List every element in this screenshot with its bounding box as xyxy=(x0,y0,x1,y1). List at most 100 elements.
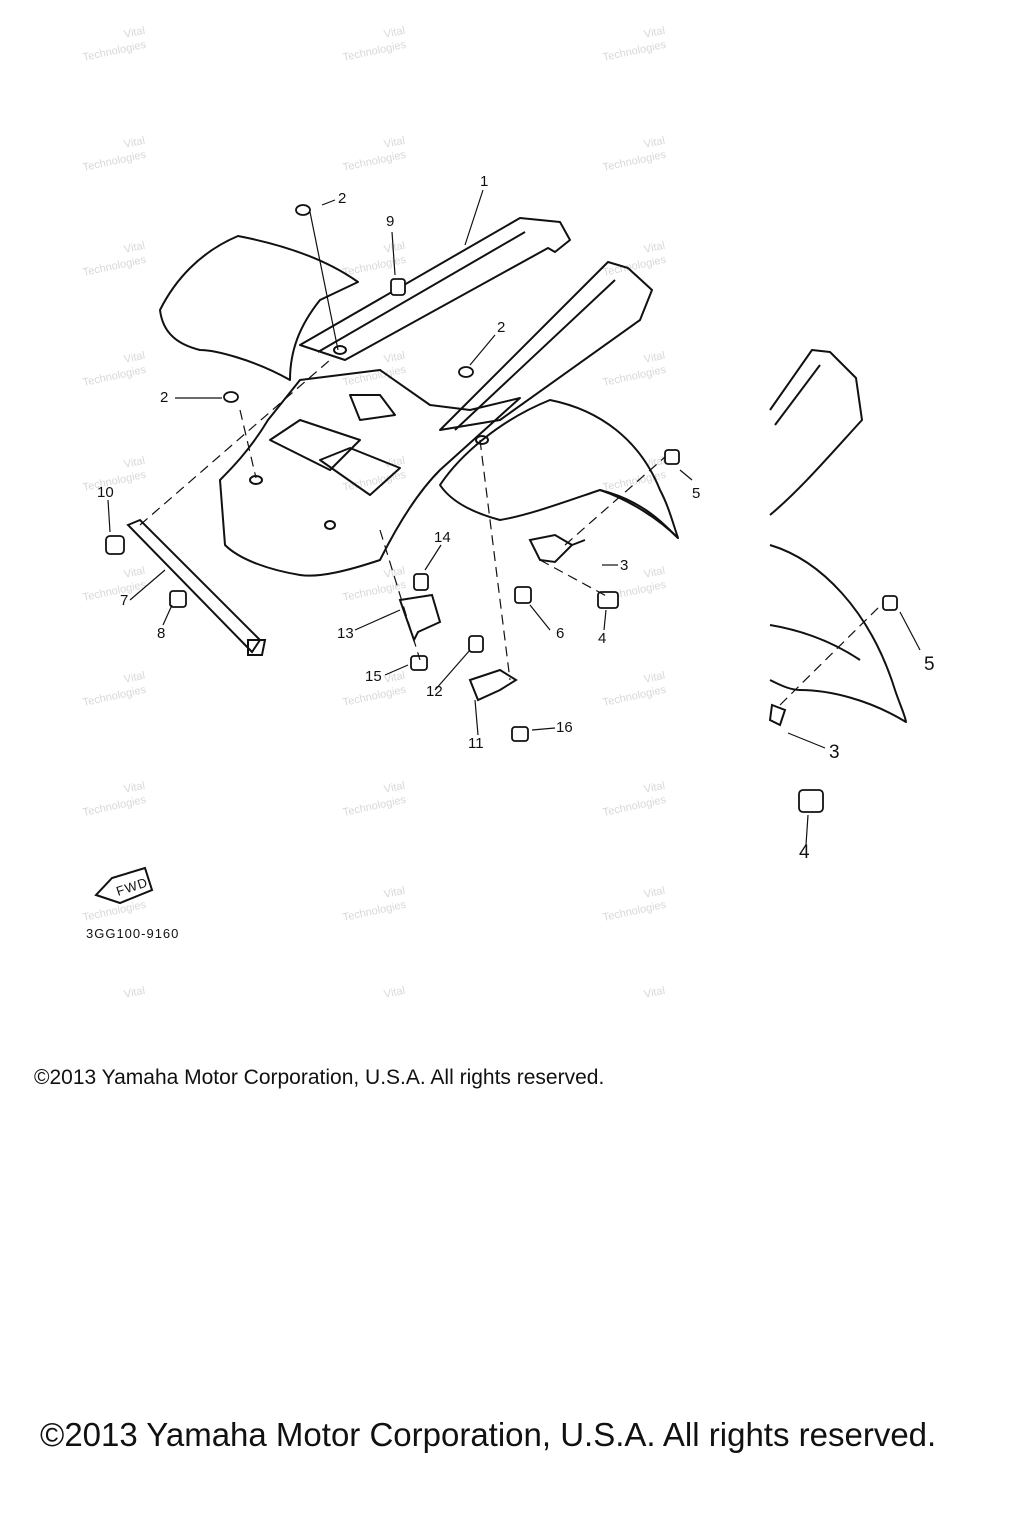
watermark-line1: Vital xyxy=(123,565,146,581)
watermark-line2: Technologies xyxy=(342,794,408,819)
copyright-small: ©2013 Yamaha Motor Corporation, U.S.A. A… xyxy=(34,1066,605,1089)
brackets-drawing xyxy=(126,518,787,727)
leader-lines xyxy=(107,189,921,846)
detail-label-4: 4 xyxy=(799,842,810,863)
dashed-lines xyxy=(139,359,884,706)
watermark-line2: Technologies xyxy=(82,39,148,64)
watermark-line1: Vital xyxy=(123,455,146,471)
detail-label-3: 3 xyxy=(829,742,840,763)
part-label-2a: 2 xyxy=(338,190,346,207)
part-label-2c: 2 xyxy=(497,319,505,336)
watermark-line2: Technologies xyxy=(82,684,148,709)
fwd-arrow-icon: FWD xyxy=(94,866,154,905)
watermark-line1: Vital xyxy=(643,135,666,151)
copyright-large: ©2013 Yamaha Motor Corporation, U.S.A. A… xyxy=(40,1416,937,1453)
part-labels: 1 2 9 2 2 5 10 7 8 13 14 15 12 11 16 3 6… xyxy=(97,173,700,752)
part-label-15: 15 xyxy=(365,668,382,685)
part-label-9: 9 xyxy=(386,213,394,230)
part-label-11: 11 xyxy=(468,735,484,752)
parts-diagram: VitalTechnologiesVitalTechnologiesVitalT… xyxy=(82,25,935,1000)
watermark-line2: Technologies xyxy=(82,999,148,1000)
watermark-line2: Technologies xyxy=(82,794,148,819)
watermark-line2: Technologies xyxy=(342,579,408,604)
watermark-line2: Technologies xyxy=(82,579,148,604)
watermark-line2: Technologies xyxy=(82,364,148,389)
watermark-line2: Technologies xyxy=(82,899,148,924)
watermark-line1: Vital xyxy=(383,885,406,901)
watermark-line1: Vital xyxy=(383,135,406,151)
watermark-line1: Vital xyxy=(643,240,666,256)
watermark-line1: Vital xyxy=(643,670,666,686)
watermark-line2: Technologies xyxy=(602,999,668,1000)
watermark-line1: Vital xyxy=(383,350,406,366)
part-label-3: 3 xyxy=(620,557,628,574)
watermark-line2: Technologies xyxy=(602,684,668,709)
part-label-4: 4 xyxy=(598,630,606,647)
watermark-line1: Vital xyxy=(643,25,666,41)
watermark-line1: Vital xyxy=(643,565,666,581)
part-label-5: 5 xyxy=(692,485,700,502)
watermark-line1: Vital xyxy=(643,780,666,796)
part-label-2b: 2 xyxy=(160,389,168,406)
watermark-line2: Technologies xyxy=(602,39,668,64)
watermark-line1: Vital xyxy=(643,885,666,901)
watermark-line2: Technologies xyxy=(342,999,408,1000)
watermark-line1: Vital xyxy=(123,350,146,366)
watermark-line2: Technologies xyxy=(82,469,148,494)
detail-label-5: 5 xyxy=(924,654,935,675)
watermark-line2: Technologies xyxy=(602,364,668,389)
hardware-drawing xyxy=(105,204,898,813)
detail-labels: 5 3 4 xyxy=(799,654,935,863)
watermark-line1: Vital xyxy=(643,350,666,366)
rear-fender-drawing xyxy=(159,217,679,577)
watermark-line1: Vital xyxy=(383,455,406,471)
watermark-line2: Technologies xyxy=(342,39,408,64)
watermark-line2: Technologies xyxy=(82,149,148,174)
watermark-line2: Technologies xyxy=(342,364,408,389)
part-label-13: 13 xyxy=(337,625,354,642)
part-label-10: 10 xyxy=(97,484,114,501)
watermark-line1: Vital xyxy=(123,780,146,796)
part-label-8: 8 xyxy=(157,625,165,642)
watermark-line2: Technologies xyxy=(82,254,148,279)
watermark-line2: Technologies xyxy=(342,149,408,174)
watermark-line1: Vital xyxy=(123,985,146,1000)
watermark-line2: Technologies xyxy=(342,684,408,709)
part-label-12: 12 xyxy=(426,683,443,700)
watermark-line2: Technologies xyxy=(342,899,408,924)
part-label-16: 16 xyxy=(556,719,573,736)
detail-inset-drawing xyxy=(769,349,907,723)
watermark-layer: VitalTechnologiesVitalTechnologiesVitalT… xyxy=(82,25,668,1000)
part-label-14: 14 xyxy=(434,529,451,546)
watermark-line2: Technologies xyxy=(342,254,408,279)
watermark-line2: Technologies xyxy=(602,149,668,174)
watermark-line1: Vital xyxy=(123,670,146,686)
part-label-1: 1 xyxy=(480,173,488,190)
part-label-7: 7 xyxy=(120,592,128,609)
watermark-line2: Technologies xyxy=(602,899,668,924)
watermark-line1: Vital xyxy=(383,25,406,41)
watermark-line1: Vital xyxy=(383,985,406,1000)
watermark-line1: Vital xyxy=(123,240,146,256)
